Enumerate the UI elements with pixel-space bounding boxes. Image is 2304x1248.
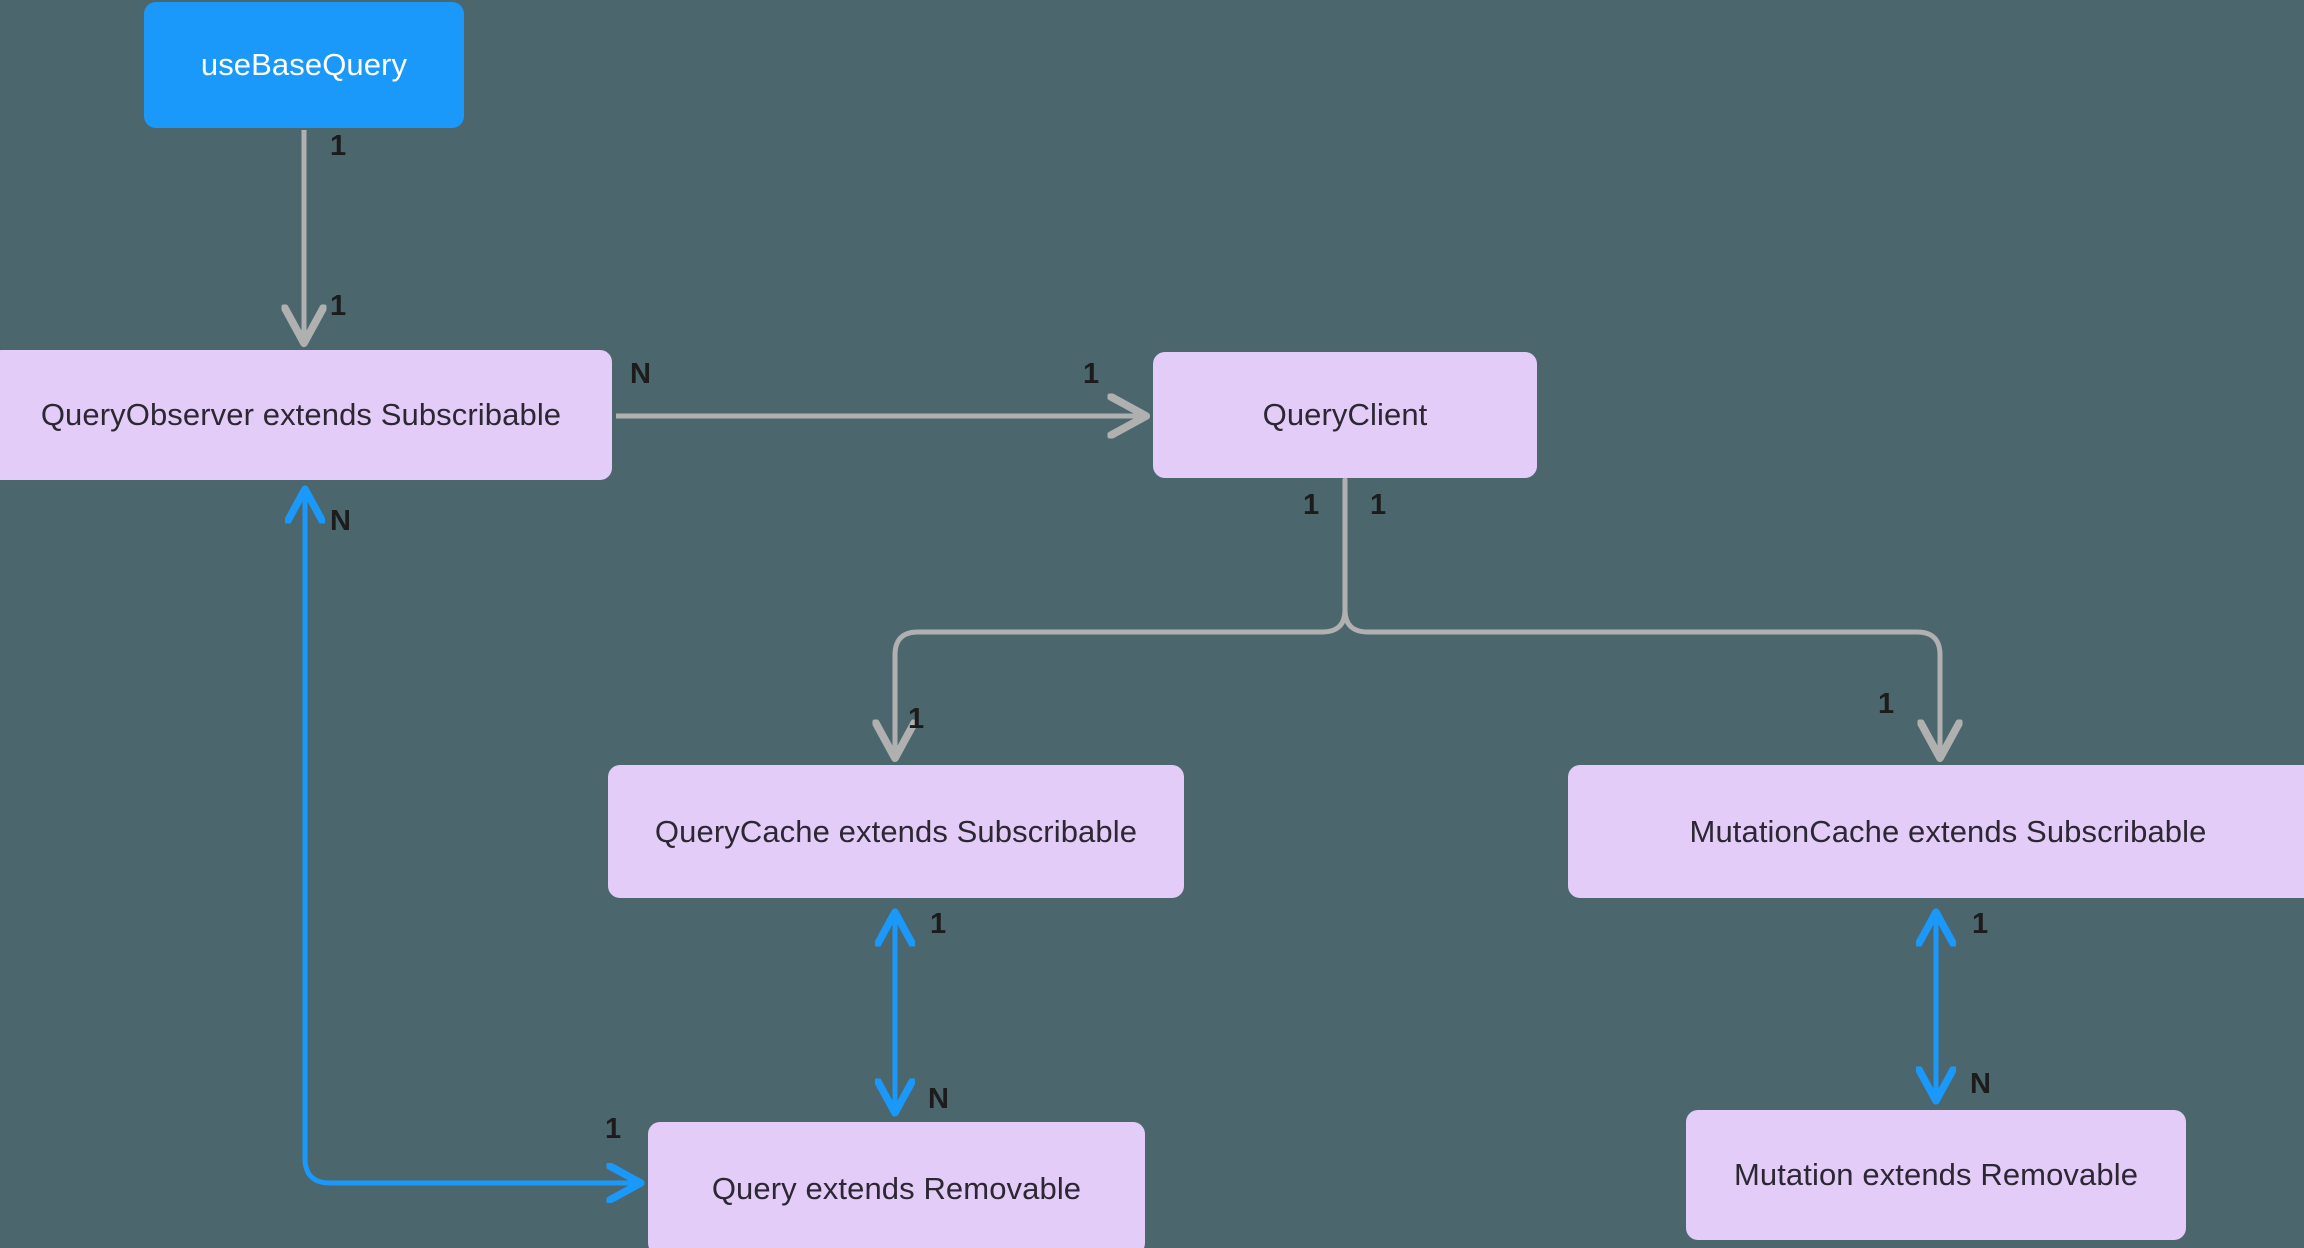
node-mutationcache[interactable]: MutationCache extends Subscribable bbox=[1568, 765, 2304, 898]
node-mutation-label: Mutation extends Removable bbox=[1733, 1157, 2139, 1193]
node-queryclient-label: QueryClient bbox=[1262, 397, 1428, 433]
edge-label-queryclient-out-left: 1 bbox=[1303, 489, 1320, 521]
edge-label-mutationcache-in: 1 bbox=[1878, 688, 1895, 720]
node-mutation[interactable]: Mutation extends Removable bbox=[1686, 1110, 2186, 1240]
edge-label-query-top: N bbox=[928, 1083, 949, 1115]
node-querycache[interactable]: QueryCache extends Subscribable bbox=[608, 765, 1184, 898]
edge-label-mutationcache-bottom: 1 bbox=[1972, 908, 1989, 940]
edge-queryclient-querycache bbox=[895, 477, 1348, 755]
node-query-label: Query extends Removable bbox=[711, 1170, 1082, 1206]
node-queryobserver[interactable]: QueryObserver extends Subscribable bbox=[0, 350, 612, 480]
node-queryobserver-label: QueryObserver extends Subscribable bbox=[40, 397, 562, 433]
edge-label-queryclient-out-right: 1 bbox=[1370, 489, 1387, 521]
node-usebasequery-label: useBaseQuery bbox=[200, 47, 408, 83]
node-usebasequery[interactable]: useBaseQuery bbox=[144, 2, 464, 128]
edge-queryclient-mutationcache bbox=[1342, 477, 1940, 755]
edge-label-querycache-in: 1 bbox=[908, 703, 925, 735]
edge-label-queryobserver-bottom: N bbox=[330, 505, 351, 537]
node-mutationcache-label: MutationCache extends Subscribable bbox=[1689, 813, 2207, 849]
node-query[interactable]: Query extends Removable bbox=[648, 1122, 1145, 1248]
edge-query-queryobserver bbox=[305, 492, 638, 1183]
edge-label-query-left: 1 bbox=[605, 1113, 622, 1145]
edge-label-usebasequery-out: 1 bbox=[330, 130, 347, 162]
edge-label-queryobserver-in: 1 bbox=[330, 290, 347, 322]
edge-label-queryobserver-out: N bbox=[630, 358, 651, 390]
edge-label-mutation-top: N bbox=[1970, 1068, 1991, 1100]
edge-label-queryclient-in: 1 bbox=[1083, 358, 1100, 390]
node-querycache-label: QueryCache extends Subscribable bbox=[654, 813, 1138, 849]
edge-label-querycache-bottom: 1 bbox=[930, 908, 947, 940]
node-queryclient[interactable]: QueryClient bbox=[1153, 352, 1537, 478]
